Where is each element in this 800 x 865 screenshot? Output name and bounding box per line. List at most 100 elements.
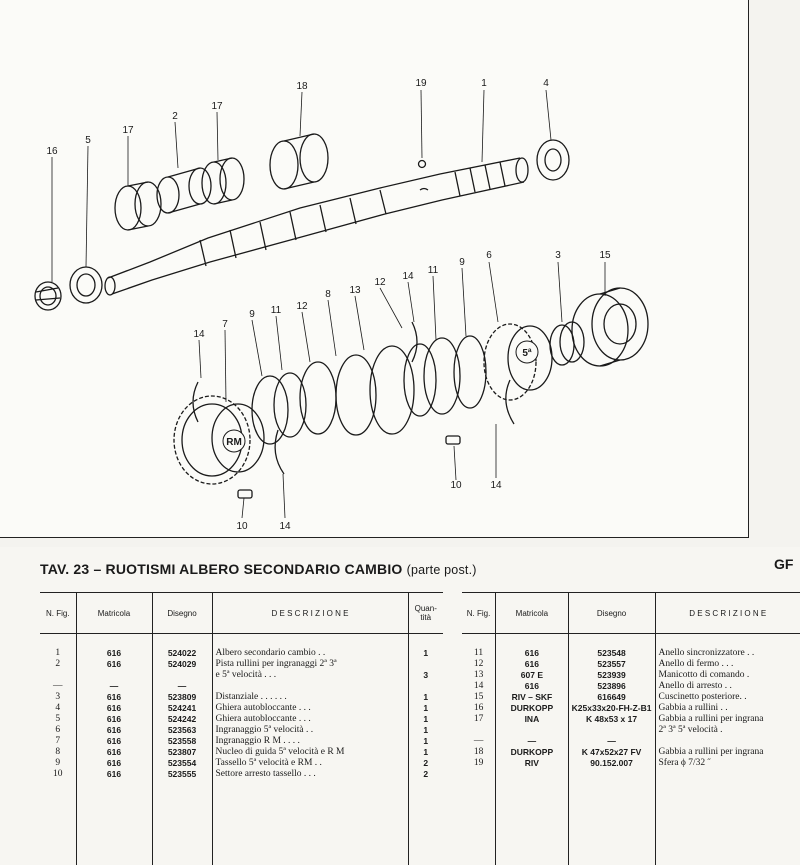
callout-6: 6 <box>486 250 492 261</box>
exploded-diagram: RM 5ª 1 2 3 4 5 6 7 8 9 9 10 10 11 11 12… <box>34 78 649 532</box>
callout-17b: 17 <box>211 101 223 112</box>
cell-fig: 11 <box>473 648 484 658</box>
cell-descrizione: Anello sincronizzatore . . <box>654 648 800 659</box>
cell-descrizione: Ghiera autobloccante . . . <box>211 714 408 725</box>
cell-descrizione: Ghiera autobloccante . . . <box>211 703 408 714</box>
cell-matricola: DURKOPP <box>495 703 569 714</box>
callout-11a: 11 <box>271 305 282 316</box>
synchro-assembly-drawing <box>251 335 487 445</box>
cell-disegno: — <box>151 681 212 692</box>
header-disegno: Disegno <box>151 592 212 634</box>
cell-descrizione <box>211 681 408 692</box>
ring-nut-5-drawing <box>69 266 103 304</box>
header-matricola: Matricola <box>495 592 569 634</box>
cell-qty: 1 <box>407 747 443 758</box>
cell-disegno <box>151 670 212 681</box>
page-code: GF <box>774 556 794 572</box>
callout-labels: 1 2 3 4 5 6 7 8 9 9 10 10 11 11 12 12 13… <box>46 78 611 532</box>
roller-cage-17-right-drawing <box>201 157 245 205</box>
cell-descrizione: Albero secondario cambio . . <box>211 648 408 659</box>
callout-5: 5 <box>85 135 91 146</box>
cell-matricola: 616 <box>495 659 569 670</box>
callout-14c: 14 <box>279 521 291 532</box>
cell-descrizione <box>654 736 800 747</box>
cell-fig: 1 <box>55 648 61 658</box>
cell-fig: 6 <box>55 725 61 735</box>
cell-disegno: K 47x52x27 FV <box>567 747 655 758</box>
table-header-row: N. Fig. Matricola Disegno D E S C R I Z … <box>40 592 443 634</box>
cell-matricola: 616 <box>75 714 152 725</box>
cell-matricola <box>495 725 569 736</box>
cell-descrizione: Manicotto di comando . <box>654 670 800 681</box>
cell-descrizione: Sfera ϕ 7/32 ˝ <box>654 758 800 769</box>
cell-qty: 2 <box>407 758 443 769</box>
rear-bearing-15-drawing <box>571 287 649 367</box>
cell-fig: 5 <box>55 714 61 724</box>
cell-matricola: 616 <box>75 659 152 670</box>
cell-matricola: 616 <box>75 769 152 780</box>
cell-qty: 1 <box>407 648 443 659</box>
cell-matricola: 616 <box>75 758 152 769</box>
callout-12a: 12 <box>296 301 308 312</box>
reverse-gear-7-drawing <box>173 395 265 485</box>
cell-disegno: 524242 <box>151 714 212 725</box>
callout-10a: 10 <box>236 521 248 532</box>
page-title: TAV. 23 – RUOTISMI ALBERO SECONDARIO CAM… <box>40 561 477 577</box>
spacer-3-drawing <box>549 321 585 366</box>
cell-qty: 1 <box>407 725 443 736</box>
callout-2: 2 <box>172 111 178 122</box>
cell-disegno: 523548 <box>567 648 655 659</box>
cell-matricola: — <box>495 736 569 747</box>
cell-matricola: 616 <box>75 692 152 703</box>
cell-fig: 18 <box>473 747 484 757</box>
parts-table-left: N. Fig. Matricola Disegno D E S C R I Z … <box>40 592 443 865</box>
callout-14d: 14 <box>490 480 502 491</box>
cell-matricola <box>75 670 152 681</box>
cell-fig: 16 <box>473 703 484 713</box>
cell-matricola: 616 <box>495 648 569 659</box>
parts-table-right: N. Fig. Matricola Disegno D E S C R I Z … <box>462 592 800 865</box>
callout-8: 8 <box>325 289 331 300</box>
cell-descrizione: Pista rullini per ingranaggi 2ª 3ª <box>211 659 408 670</box>
cell-fig: 19 <box>473 758 484 768</box>
cell-descrizione: Cuscinetto posteriore. . <box>654 692 800 703</box>
cell-descrizione: Settore arresto tassello . . . <box>211 769 408 780</box>
cell-matricola: 616 <box>75 747 152 758</box>
cell-disegno: 523809 <box>151 692 212 703</box>
cell-disegno: 523896 <box>567 681 655 692</box>
cell-fig: 4 <box>55 703 61 713</box>
cell-disegno: 523557 <box>567 659 655 670</box>
cell-fig: 14 <box>473 681 484 691</box>
cell-matricola: — <box>75 681 152 692</box>
cell-descrizione: Gabbia a rullini per ingrana <box>654 747 800 758</box>
cell-disegno <box>567 725 655 736</box>
callout-7: 7 <box>222 319 228 330</box>
cell-matricola: 616 <box>75 736 152 747</box>
cell-descrizione: Distanziale . . . . . . <box>211 692 408 703</box>
cell-disegno: K 48x53 x 17 <box>567 714 655 725</box>
cell-descrizione: Tassello 5ª velocità e RM . . <box>211 758 408 769</box>
cell-fig <box>462 725 496 736</box>
header-fig: N. Fig. <box>40 592 76 634</box>
header-quantita: Quan-tità <box>407 592 443 634</box>
main-shaft-drawing <box>104 157 529 296</box>
header-fig: N. Fig. <box>462 592 496 634</box>
cell-fig: — <box>473 736 484 746</box>
callout-9a: 9 <box>249 309 255 320</box>
cell-disegno: 90.152.007 <box>567 758 655 769</box>
cell-qty <box>407 681 443 692</box>
